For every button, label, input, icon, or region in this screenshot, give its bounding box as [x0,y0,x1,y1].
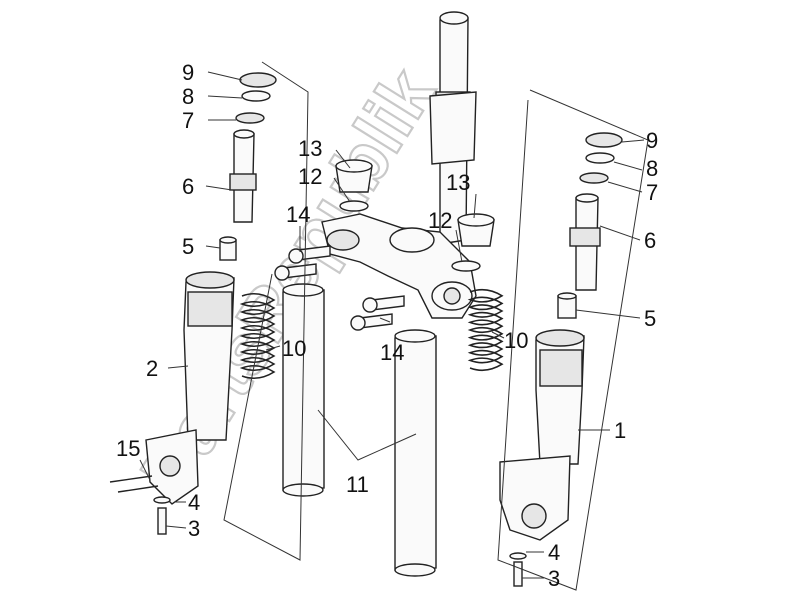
fork-bracket [321,213,477,319]
callout-4-right: 4 [548,540,560,565]
callout-3-right: 3 [548,566,560,591]
callout-3-left: 3 [188,516,200,541]
fork-tube-left [282,283,325,497]
callout-15: 15 [116,436,140,461]
callout-1: 1 [614,418,626,443]
callout-10-right: 10 [504,328,528,353]
callout-6-right: 6 [644,228,656,253]
callout-14-left: 14 [286,202,310,227]
callout-13-right: 13 [446,170,470,195]
callout-12-right: 12 [428,208,452,233]
callout-5-left: 5 [182,234,194,259]
callout-13-left: 13 [298,136,322,161]
bolts-right [350,295,405,331]
spring-right [467,288,504,372]
callout-2: 2 [146,356,158,381]
callout-7-left: 7 [182,108,194,133]
leader-lines [139,71,645,579]
callout-6-left: 6 [182,174,194,199]
fork-leg-right [499,132,623,587]
callout-numbers: 9 8 7 6 5 2 15 4 3 13 12 14 10 11 14 13 … [116,60,658,591]
callout-14-right: 14 [380,340,404,365]
right-assembly-bracket [497,89,649,591]
fork-tube-right [394,329,437,577]
left-assembly-bracket [223,61,309,561]
fork-leg-left [109,72,277,535]
callout-7-right: 7 [646,180,658,205]
callout-5-right: 5 [644,306,656,331]
callout-12-left: 12 [298,164,322,189]
callout-11: 11 [346,472,369,497]
callout-9-right: 9 [646,128,658,153]
callout-10-left: 10 [282,336,306,361]
bushing-13-right [451,213,495,272]
callout-9-left: 9 [182,60,194,85]
group-11-bracket [317,409,417,461]
callout-8-left: 8 [182,84,194,109]
bushing-13-left [335,159,373,212]
callout-8-right: 8 [646,156,658,181]
callout-4-left: 4 [188,490,200,515]
